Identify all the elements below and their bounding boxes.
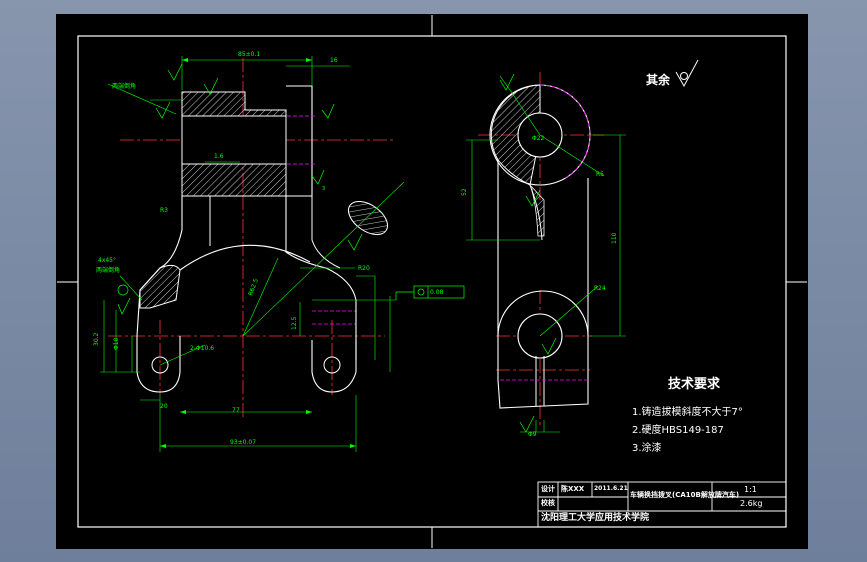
- dim-texts-front: 85±0.1 16 1.6 R3 R20 4x45° 两端倒角 两端倒角 2-Φ…: [93, 51, 444, 446]
- datum-a: [117, 284, 129, 296]
- title-block-school: 沈阳理工大学应用技术学院: [541, 513, 650, 523]
- svg-text:16: 16: [330, 57, 338, 64]
- left-lug: [136, 336, 181, 393]
- dimension-lines-side: [466, 75, 626, 433]
- side-arm-rib-hatch: [529, 184, 545, 237]
- svg-text:12.5: 12.5: [291, 316, 298, 330]
- svg-text:1.6: 1.6: [214, 153, 224, 160]
- svg-text:R62.5: R62.5: [247, 278, 260, 297]
- svg-text:Φ22: Φ22: [532, 135, 545, 142]
- svg-text:3: 3: [322, 186, 325, 192]
- side-arm: [497, 160, 589, 409]
- top-boss-hidden: [539, 84, 591, 179]
- leader-arrows-front: [160, 58, 356, 448]
- tech-requirement-item: 2.硬度HBS149-187: [632, 425, 724, 436]
- bottom-slot: [535, 356, 545, 406]
- roughness-note: 其余: [646, 73, 671, 87]
- svg-text:2-Φ10.6: 2-Φ10.6: [190, 345, 214, 352]
- svg-text:110: 110: [611, 232, 618, 244]
- title-block-part-name: 车辆换挡拨叉(CA10B解放牌汽车): [630, 491, 740, 499]
- bottom-boss-outer: [497, 290, 589, 337]
- tolerance-frame: [395, 285, 465, 300]
- dim-texts-side: 52 110 R24 R5 Φ22 Φ9: [461, 135, 618, 438]
- base-arc: [179, 244, 311, 271]
- svg-text:Φ9: Φ9: [528, 431, 537, 438]
- dimension-lines-front: [100, 56, 405, 452]
- top-boss-section: [490, 84, 541, 186]
- removed-section: [347, 200, 389, 236]
- svg-text:R24: R24: [594, 285, 606, 292]
- title-block: [537, 481, 787, 528]
- svg-text:77: 77: [232, 407, 240, 414]
- title-block-mass: 2.6kg: [740, 499, 763, 508]
- front-view: 85±0.1 16 1.6 R3 R20 4x45° 两端倒角 两端倒角 2-Φ…: [93, 51, 465, 452]
- base-left-section: [139, 264, 181, 309]
- left-lug-hole: [151, 356, 169, 374]
- title-block-scale: 1:1: [744, 485, 757, 494]
- hidden-lines-front: [245, 115, 356, 325]
- svg-text:93±0.07: 93±0.07: [230, 439, 256, 446]
- svg-text:20: 20: [160, 403, 168, 410]
- roughness-symbols-front: [117, 63, 363, 315]
- title-block-designer-name: 陈XXX: [561, 485, 585, 493]
- svg-text:两端倒角: 两端倒角: [96, 266, 120, 274]
- tech-requirement-item: 1.铸造拔模斜度不大于7°: [632, 407, 743, 418]
- svg-text:52: 52: [461, 188, 468, 196]
- general-roughness-symbol: [675, 59, 699, 88]
- arm-right: [285, 196, 357, 360]
- fork-right-boss: [286, 85, 313, 197]
- svg-text:R3: R3: [160, 207, 168, 214]
- svg-text:4x45°: 4x45°: [98, 257, 116, 264]
- arm-right-inner: [311, 196, 341, 269]
- drawing-sheet: [56, 14, 808, 549]
- svg-text:85±0.1: 85±0.1: [238, 51, 260, 58]
- right-lug: [311, 340, 357, 393]
- side-view: 52 110 R24 R5 Φ22 Φ9: [461, 59, 699, 438]
- title-block-designer-role: 设计: [541, 485, 555, 493]
- bore-gap: [181, 115, 287, 165]
- svg-text:Φ10: Φ10: [113, 337, 120, 350]
- tech-requirements-title: 技术要求: [668, 377, 721, 392]
- svg-text:R20: R20: [358, 265, 370, 272]
- drawing-border: [77, 35, 787, 528]
- svg-text:0.08: 0.08: [430, 289, 444, 296]
- title-block-review-role: 校核: [541, 499, 555, 507]
- sheet-centering-marks: [57, 15, 807, 548]
- right-lug-hole: [323, 356, 341, 374]
- svg-text:R5: R5: [596, 171, 604, 178]
- svg-text:两端倒角: 两端倒角: [112, 82, 136, 90]
- roughness-symbols-side: [499, 73, 557, 433]
- svg-text:30.2: 30.2: [93, 332, 100, 346]
- title-block-date: 2011.6.21: [594, 485, 628, 492]
- tech-requirement-item: 3.涂漆: [632, 443, 662, 454]
